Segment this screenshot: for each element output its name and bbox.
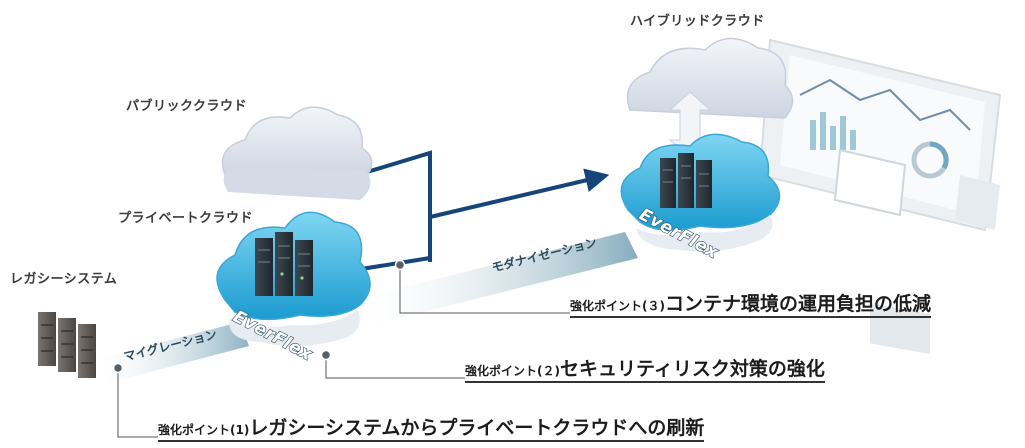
callout-dots [112, 259, 406, 374]
legacy-system-label: レガシーシステム [10, 272, 118, 287]
public-cloud-icon [221, 106, 373, 200]
callout-leaders [117, 265, 570, 438]
point-3-prefix: 強化ポイント(３) [570, 299, 665, 313]
enhancement-point-2: 強化ポイント(２)セキュリティリスク対策の強化 [465, 358, 825, 383]
point-2-prefix: 強化ポイント(２) [465, 364, 560, 378]
server-rack-icon [660, 153, 712, 208]
enhancement-point-3: 強化ポイント(３)コンテナ環境の運用負担の低減 [570, 293, 931, 318]
point-2-title: セキュリティリスク対策の強化 [559, 358, 825, 380]
connector-lines [354, 150, 610, 272]
server-rack-icon [255, 232, 313, 296]
hybrid-cloud-label: ハイブリッドクラウド [630, 14, 765, 29]
enhancement-point-1: 強化ポイント(1)レガシーシステムからプライベートクラウドへの刷新 [158, 417, 705, 442]
point-1-prefix: 強化ポイント(1) [158, 423, 250, 437]
hybrid-cloud-icon: EverFlex [620, 37, 794, 264]
migration-arrow: マイグレーション [100, 322, 249, 383]
public-cloud-label: パブリッククラウド [126, 99, 247, 114]
point-3-title: コンテナ環境の運用負担の低減 [664, 293, 931, 315]
point-1-title: レガシーシステムからプライベートクラウドへの刷新 [249, 417, 705, 439]
connector-arrow [429, 168, 610, 219]
private-cloud-label: プライベートクラウド [118, 211, 254, 226]
legacy-server-icon [38, 312, 96, 378]
